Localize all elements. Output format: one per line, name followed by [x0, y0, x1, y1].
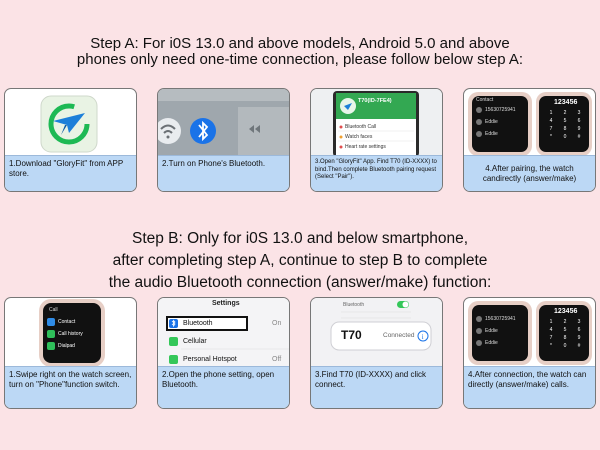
settings-row-label: Bluetooth	[183, 320, 213, 327]
contact-entry: Eddie	[485, 131, 498, 137]
device-name: T70	[341, 328, 362, 342]
device-id-label: T70(ID-7FE4)	[358, 98, 392, 104]
step-b-line1: Step B: Only for i0S 13.0 and below smar…	[131, 230, 469, 247]
card-caption: 1.Swipe right on the watch screen, turn …	[5, 366, 136, 408]
step-a-line2: phones only need one-time connection, pl…	[76, 51, 524, 68]
keypad-key: 5	[563, 118, 567, 124]
settings-row-label: Personal Hotspot	[183, 356, 237, 363]
keypad-key: #	[577, 134, 581, 140]
bluetooth-header: Bluetooth	[343, 302, 365, 308]
watch-menu-item: Contact	[58, 319, 76, 325]
settings-row-value: On	[272, 320, 282, 327]
control-center-picture	[158, 89, 289, 157]
keypad-key: 3	[577, 319, 581, 325]
contact-entry: Eddie	[485, 119, 498, 125]
dial-number: 123456	[554, 99, 578, 106]
card-caption: 3.Open "GloryFit" App. Find T70 (ID-XXXX…	[311, 155, 442, 191]
watch-call-picture: 15630725941 Eddie Eddie 123456 1 2 3 4 5…	[464, 298, 595, 368]
keypad-key: 4	[549, 327, 553, 333]
keypad-key: #	[577, 343, 581, 349]
keypad-key: *	[550, 343, 552, 349]
keypad-key: 3	[577, 110, 581, 116]
keypad-key: 6	[577, 118, 581, 124]
keypad-key: 7	[549, 126, 553, 132]
step-b-card-3: Bluetooth i T70 Connected 3.Find T70 (ID…	[310, 297, 443, 409]
watch-menu-picture: Call Contact Call history Dialpad	[5, 298, 136, 368]
keypad-key: 2	[563, 319, 567, 325]
keypad-key: 9	[577, 126, 581, 132]
card-caption: 4.After pairing, the watch candirectly (…	[464, 155, 595, 191]
watch-menu-item: Call history	[58, 331, 83, 337]
dial-number: 123456	[554, 308, 578, 315]
settings-row-value: Off	[272, 356, 282, 363]
card-caption: 4.After connection, the watch can direct…	[464, 366, 595, 408]
keypad-key: 2	[563, 110, 567, 116]
keypad-key: 8	[563, 126, 567, 132]
gloryfit-logo-icon	[40, 95, 98, 153]
gloryfit-app-picture: T70(ID-7FE4) Bluetooth Call Watch faces …	[311, 89, 442, 157]
contact-entry: Eddie	[485, 340, 498, 346]
keypad-key: 1	[549, 110, 553, 116]
step-a-card-3: T70(ID-7FE4) Bluetooth Call Watch faces …	[310, 88, 443, 192]
keypad-key: 5	[563, 327, 567, 333]
keypad-key: 1	[549, 319, 553, 325]
step-b-card-2: Settings Bluetooth On Cellular Personal …	[157, 297, 290, 409]
app-item: Bluetooth Call	[345, 124, 377, 130]
settings-row-label: Cellular	[183, 338, 207, 345]
step-a-card-1: 1.Download "GloryFit" from APP store.	[4, 88, 137, 192]
watch-menu-item: Dialpad	[58, 343, 75, 349]
contact-title: Contact	[476, 97, 494, 103]
card-caption: 2.Open the phone setting, open Bluetooth…	[158, 366, 289, 408]
card-caption: 2.Turn on Phone's Bluetooth.	[158, 155, 289, 191]
keypad-key: 8	[563, 335, 567, 341]
contact-entry: 15630725941	[485, 316, 516, 322]
bluetooth-device-picture: Bluetooth i T70 Connected	[311, 298, 442, 368]
contact-entry: 15630725941	[485, 107, 516, 113]
svg-text:i: i	[422, 333, 424, 341]
keypad-key: 0	[563, 134, 567, 140]
keypad-key: 6	[577, 327, 581, 333]
step-b-card-1: Call Contact Call history Dialpad 1.Swip…	[4, 297, 137, 409]
keypad-key: 9	[577, 335, 581, 341]
step-a-heading: Step A: For i0S 13.0 and above models, A…	[0, 36, 600, 68]
keypad-key: *	[550, 134, 552, 140]
watch-menu-item: Call	[49, 307, 58, 313]
settings-picture: Settings Bluetooth On Cellular Personal …	[158, 298, 289, 368]
step-b-card-4: 15630725941 Eddie Eddie 123456 1 2 3 4 5…	[463, 297, 596, 409]
device-status: Connected	[383, 332, 415, 339]
step-a-line1: Step A: For i0S 13.0 and above models, A…	[90, 35, 510, 52]
keypad: 1 2 3 4 5 6 7 8 9 * 0 #	[544, 110, 586, 140]
keypad-key: 0	[563, 343, 567, 349]
step-b-line2: after completing step A, continue to ste…	[112, 252, 488, 269]
watch-pair-picture: Contact 15630725941 Eddie Eddie 123456 1…	[464, 89, 595, 157]
keypad-key: 4	[549, 118, 553, 124]
step-a-card-4: Contact 15630725941 Eddie Eddie 123456 1…	[463, 88, 596, 192]
step-a-card-2: 2.Turn on Phone's Bluetooth.	[157, 88, 290, 192]
card-caption: 3.Find T70 (ID-XXXX) and click connect.	[311, 366, 442, 408]
step-b-heading: Step B: Only for i0S 13.0 and below smar…	[0, 228, 600, 294]
contact-entry: Eddie	[485, 328, 498, 334]
settings-title: Settings	[212, 300, 240, 307]
card-caption: 1.Download "GloryFit" from APP store.	[5, 155, 136, 191]
keypad-key: 7	[549, 335, 553, 341]
app-store-picture	[5, 89, 136, 157]
app-item: Heart rate settings	[345, 144, 386, 150]
app-item: Watch faces	[345, 134, 373, 140]
keypad: 1 2 3 4 5 6 7 8 9 * 0 #	[544, 319, 586, 349]
step-b-line3: the audio Bluetooth connection (answer/m…	[108, 274, 492, 291]
bluetooth-highlight	[166, 316, 248, 331]
